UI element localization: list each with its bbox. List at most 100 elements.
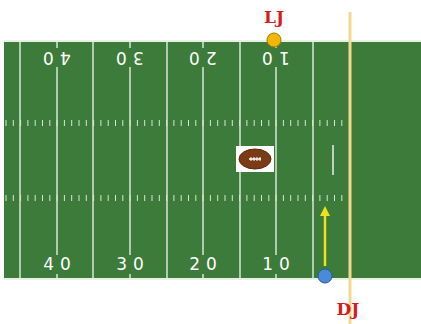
dj-position <box>318 269 332 283</box>
yard-number: 30 <box>110 255 150 274</box>
hash-tick <box>130 195 131 201</box>
hash-tick <box>159 120 160 126</box>
football <box>239 149 271 169</box>
hash-tick <box>100 120 101 126</box>
hash-tick <box>254 195 255 201</box>
field-mark <box>332 145 334 175</box>
hash-tick <box>152 120 153 126</box>
field-turf <box>4 40 421 280</box>
hash-tick <box>49 195 50 201</box>
hash-tick <box>20 195 21 201</box>
hash-tick <box>195 120 196 126</box>
hash-tick <box>93 195 94 201</box>
hash-tick <box>6 120 7 126</box>
hash-tick <box>49 120 50 126</box>
hash-tick <box>35 120 36 126</box>
yard-number: 20 <box>183 255 223 274</box>
hash-tick <box>93 120 94 126</box>
hash-tick <box>268 120 269 126</box>
hash-tick <box>188 195 189 201</box>
ball-box <box>236 146 274 172</box>
hash-tick <box>246 195 247 201</box>
hash-tick <box>290 120 291 126</box>
hash-tick <box>159 195 160 201</box>
hash-tick <box>232 120 233 126</box>
hash-tick <box>27 120 28 126</box>
hash-tick <box>276 195 277 201</box>
hash-tick <box>305 195 306 201</box>
hash-tick <box>130 120 131 126</box>
hash-tick <box>283 195 284 201</box>
yard-lines <box>20 42 313 278</box>
hash-tick <box>71 120 72 126</box>
hash-tick <box>115 120 116 126</box>
hash-tick <box>86 195 87 201</box>
hash-tick <box>217 195 218 201</box>
top-sideline <box>4 40 421 42</box>
hash-tick <box>298 120 299 126</box>
yard-number: 20 <box>183 48 223 67</box>
hash-tick <box>64 120 65 126</box>
hash-tick <box>246 120 247 126</box>
hash-tick <box>261 195 262 201</box>
hash-tick <box>290 195 291 201</box>
hash-tick <box>35 195 36 201</box>
hash-tick <box>173 195 174 201</box>
hash-tick <box>144 195 145 201</box>
movement-arrow <box>324 214 327 266</box>
hash-tick <box>312 195 313 201</box>
line-to-gain <box>349 12 352 324</box>
hash-tick <box>181 120 182 126</box>
yard-number: 40 <box>37 255 77 274</box>
yard-line <box>56 42 58 278</box>
hash-tick <box>108 195 109 201</box>
hash-tick <box>341 195 342 201</box>
hash-tick <box>305 120 306 126</box>
hash-tick <box>319 120 320 126</box>
hash-tick <box>254 120 255 126</box>
hash-tick <box>334 120 335 126</box>
hash-tick <box>20 120 21 126</box>
hash-tick <box>239 195 240 201</box>
hash-tick <box>100 195 101 201</box>
bottom-sideline <box>4 278 421 280</box>
yard-number: 30 <box>110 48 150 67</box>
yard-line <box>92 42 94 278</box>
yard-number: 10 <box>256 48 296 67</box>
yard-number: 40 <box>37 48 77 67</box>
hash-tick <box>13 120 14 126</box>
hash-tick <box>225 120 226 126</box>
hash-tick <box>195 195 196 201</box>
hash-tick <box>327 195 328 201</box>
yard-line <box>166 42 168 278</box>
official-label: LJ <box>264 9 284 26</box>
official-label: DJ <box>337 301 360 318</box>
hash-tick <box>173 120 174 126</box>
hash-tick <box>203 195 204 201</box>
hash-tick <box>319 195 320 201</box>
hash-tick <box>137 195 138 201</box>
hash-tick <box>152 195 153 201</box>
hash-marks <box>6 120 342 201</box>
hash-tick <box>261 120 262 126</box>
hash-tick <box>115 195 116 201</box>
hash-tick <box>86 120 87 126</box>
hash-tick <box>144 120 145 126</box>
yard-line <box>19 42 21 278</box>
hash-tick <box>6 195 7 201</box>
hash-tick <box>232 195 233 201</box>
hash-tick <box>27 195 28 201</box>
hash-tick <box>188 120 189 126</box>
yard-number: 10 <box>256 255 296 274</box>
hash-tick <box>64 195 65 201</box>
hash-tick <box>42 120 43 126</box>
hash-tick <box>166 195 167 201</box>
yard-line <box>312 42 314 278</box>
hash-tick <box>137 120 138 126</box>
hash-tick <box>203 120 204 126</box>
hash-tick <box>327 120 328 126</box>
yard-line <box>202 42 204 278</box>
hash-tick <box>334 195 335 201</box>
movement-arrowhead <box>320 206 330 216</box>
